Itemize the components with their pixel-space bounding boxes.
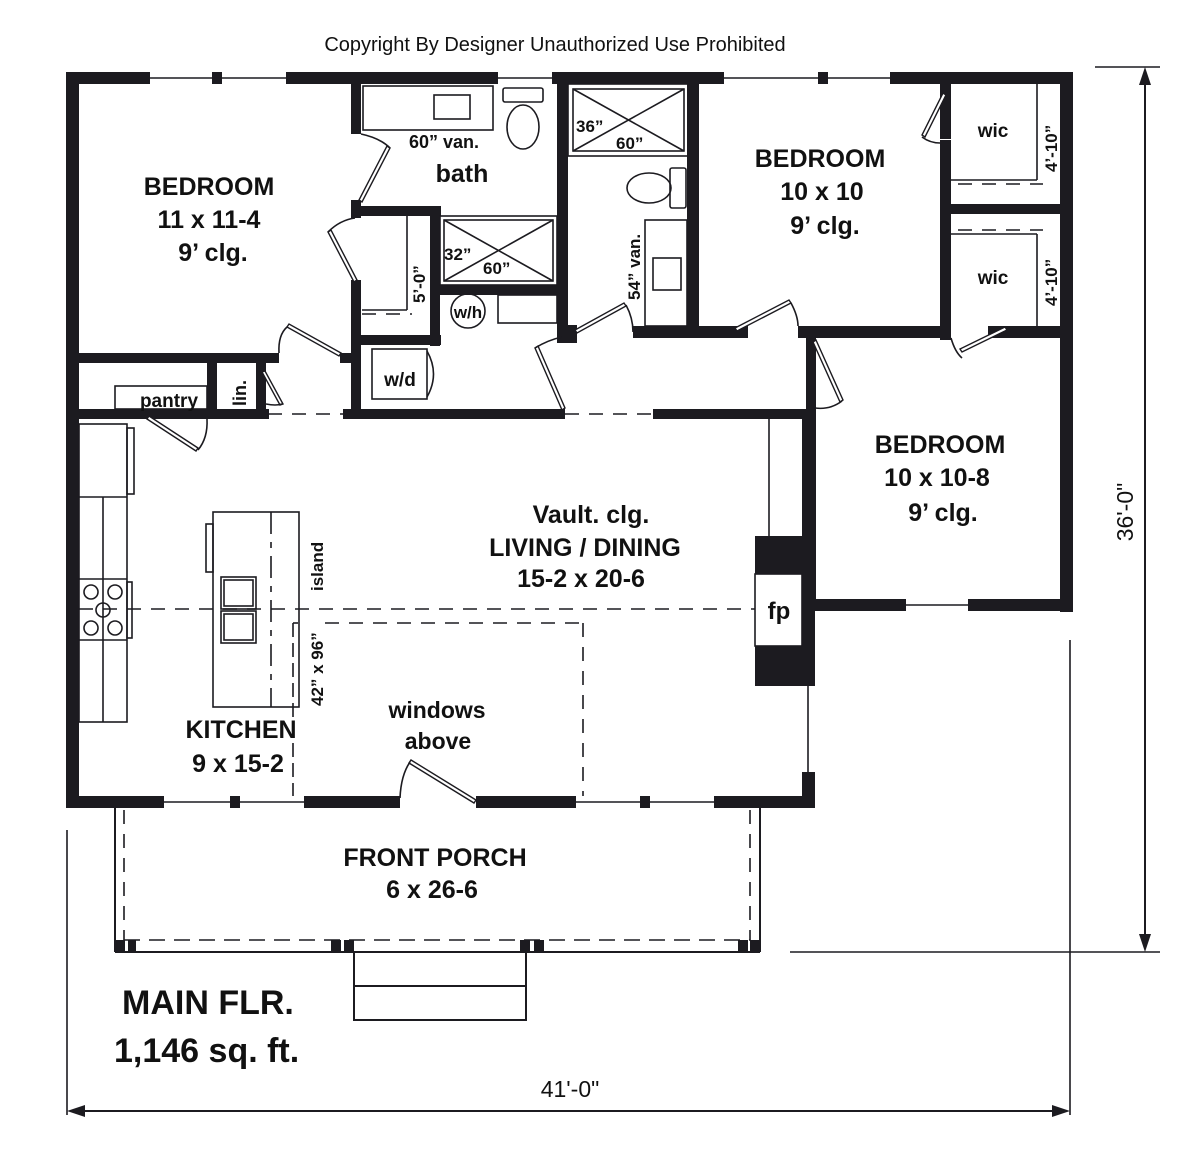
range-icon	[83, 584, 123, 636]
toilet-bowl-icon	[506, 104, 540, 150]
sink-icon	[433, 94, 471, 120]
windows-note-line2: above	[405, 728, 471, 754]
arrow-right-icon	[1052, 1105, 1070, 1117]
island-label: island	[308, 542, 327, 591]
island-size: 42” x 96”	[308, 632, 327, 706]
bath-vanity-label: 60” van.	[409, 132, 479, 152]
windows-note-line1: windows	[387, 697, 485, 723]
toilet-bowl-icon	[626, 172, 672, 204]
bedroom2-size: 10 x 10	[780, 178, 863, 206]
doors	[146, 91, 1009, 804]
bedroom3-size: 10 x 10-8	[884, 464, 990, 492]
fixtures	[78, 83, 1043, 796]
bedroom3-ceiling: 9’ clg.	[908, 499, 977, 527]
arrow-down-icon	[1139, 934, 1151, 952]
bedroom1-name: BEDROOM	[144, 173, 275, 201]
depth-dimension: 36'-0"	[1112, 483, 1138, 542]
plan-title: MAIN FLR. 1,146 sq. ft.	[114, 984, 299, 1070]
island-sink-icon	[220, 576, 257, 644]
bedroom3-name: BEDROOM	[875, 431, 1006, 459]
porch-name: FRONT PORCH	[343, 844, 526, 872]
fireplace	[754, 573, 803, 647]
interior-walls	[79, 84, 1060, 608]
arrow-left-icon	[67, 1105, 85, 1117]
bedroom2-name: BEDROOM	[755, 145, 886, 173]
water-heater-icon	[450, 293, 486, 329]
kitchen-name: KITCHEN	[185, 716, 296, 744]
living-name: LIVING / DINING	[489, 534, 681, 562]
width-dimension: 41'-0"	[541, 1076, 600, 1102]
toilet-tank-icon	[669, 167, 687, 209]
fireplace-label: fp	[768, 598, 791, 625]
arrow-up-icon	[1139, 67, 1151, 85]
ensuite-vanity-label: 54” van.	[625, 234, 644, 300]
wic1-label: wic	[977, 121, 1009, 142]
water-heater-label: w/h	[453, 303, 482, 322]
dimension-lines: 41'-0" 36'-0"	[66, 66, 1160, 1117]
bath-shower-length: 60”	[483, 259, 510, 278]
room-labels: BEDROOM 11 x 11-4 9’ clg. 60” van. bath …	[140, 117, 1061, 904]
bedroom2-ceiling: 9’ clg.	[790, 212, 859, 240]
closet-dimension: 5’-0”	[410, 265, 429, 303]
front-porch	[114, 808, 761, 1021]
bath-shower-width: 32”	[444, 245, 471, 264]
toilet-tank-icon	[502, 87, 544, 103]
porch-post	[115, 940, 125, 952]
exterior-walls	[66, 72, 1073, 808]
kitchen-size: 9 x 15-2	[192, 750, 284, 778]
bath-name: bath	[436, 160, 489, 188]
porch-size: 6 x 26-6	[386, 876, 478, 904]
living-ceiling: Vault. clg.	[533, 501, 650, 529]
wic2-dimension: 4’-10”	[1042, 259, 1061, 306]
washer-dryer-label: w/d	[383, 370, 416, 391]
copyright-text: Copyright By Designer Unauthorized Use P…	[324, 34, 785, 56]
wic2-label: wic	[977, 268, 1009, 289]
ensuite-shower-length: 60”	[616, 134, 643, 153]
linen-label: lin.	[230, 380, 250, 406]
bedroom1-ceiling: 9’ clg.	[178, 239, 247, 267]
plan-title-line1: MAIN FLR.	[122, 984, 294, 1022]
living-size: 15-2 x 20-6	[517, 565, 645, 593]
ensuite-shower-width: 36”	[576, 117, 603, 136]
bedroom1-size: 11 x 11-4	[158, 206, 261, 234]
pantry-label: pantry	[140, 391, 199, 412]
sink-icon	[652, 257, 682, 291]
plan-title-line2: 1,146 sq. ft.	[114, 1032, 299, 1070]
wic1-dimension: 4’-10”	[1042, 125, 1061, 172]
